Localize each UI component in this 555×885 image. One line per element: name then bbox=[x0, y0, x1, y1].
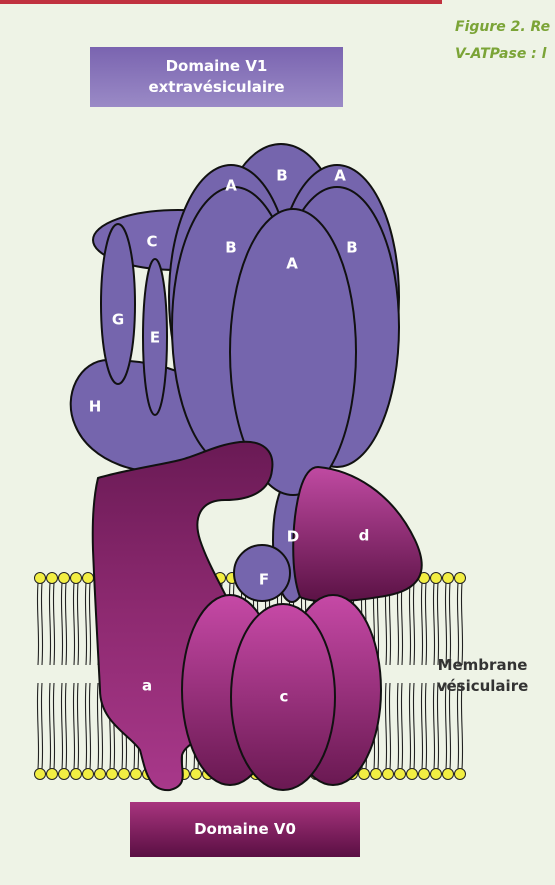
lipid-tail bbox=[413, 583, 414, 665]
lipid-head-top bbox=[59, 573, 70, 584]
lipid-tail bbox=[409, 583, 410, 665]
lipid-tail bbox=[77, 583, 78, 665]
lipid-tail bbox=[73, 583, 74, 665]
lipid-head-top bbox=[47, 573, 58, 584]
lipid-head-bottom bbox=[95, 769, 106, 780]
lipid-tail bbox=[49, 683, 50, 769]
label-b-left: B bbox=[225, 239, 236, 257]
lipid-head-top bbox=[455, 573, 466, 584]
lipid-tail bbox=[65, 683, 66, 769]
lipid-head-bottom bbox=[431, 769, 442, 780]
lipid-head-bottom bbox=[419, 769, 430, 780]
lipid-tail bbox=[77, 683, 78, 769]
membrane-label-line-2: vésiculaire bbox=[410, 676, 555, 697]
label-g: G bbox=[112, 311, 124, 329]
lipid-head-top bbox=[71, 573, 82, 584]
lipid-head-bottom bbox=[107, 769, 118, 780]
label-f: F bbox=[259, 571, 269, 589]
lipid-tail bbox=[85, 583, 86, 665]
lipid-head-top bbox=[83, 573, 94, 584]
lipid-tail bbox=[397, 583, 398, 665]
lipid-tail bbox=[97, 683, 98, 769]
label-c-membrane: c bbox=[280, 688, 289, 706]
lipid-head-bottom bbox=[71, 769, 82, 780]
lipid-head-bottom bbox=[119, 769, 130, 780]
label-c-upper: C bbox=[146, 233, 157, 251]
lipid-tail bbox=[61, 683, 62, 769]
lipid-head-top bbox=[431, 573, 442, 584]
label-d-upper: D bbox=[287, 528, 299, 546]
label-b-right: B bbox=[346, 239, 357, 257]
lipid-head-bottom bbox=[395, 769, 406, 780]
membrane-label: Membrane vésiculaire bbox=[410, 655, 555, 697]
lipid-head-bottom bbox=[383, 769, 394, 780]
lipid-tail bbox=[37, 683, 38, 769]
lipid-tail bbox=[401, 583, 402, 665]
lipid-tail bbox=[85, 683, 86, 769]
lipid-tail bbox=[89, 683, 90, 769]
lipid-tail bbox=[89, 583, 90, 665]
lipid-tail bbox=[53, 683, 54, 769]
lipid-tail bbox=[41, 583, 42, 665]
lipid-tail bbox=[61, 583, 62, 665]
lipid-tail bbox=[41, 683, 42, 769]
lipid-head-bottom bbox=[83, 769, 94, 780]
lipid-tail bbox=[457, 583, 458, 665]
lipid-head-bottom bbox=[47, 769, 58, 780]
label-d-lower: d bbox=[359, 527, 370, 545]
subunit-d-small-shape bbox=[293, 467, 422, 601]
lipid-tail bbox=[461, 583, 462, 665]
lipid-tail bbox=[401, 683, 402, 769]
lipid-head-bottom bbox=[35, 769, 46, 780]
label-a-left: A bbox=[225, 177, 237, 195]
subunit-g-ellipse bbox=[101, 224, 135, 384]
lipid-head-bottom bbox=[443, 769, 454, 780]
lipid-tail bbox=[65, 583, 66, 665]
lipid-head-bottom bbox=[371, 769, 382, 780]
label-a-membrane: a bbox=[142, 677, 152, 695]
lipid-head-bottom bbox=[131, 769, 142, 780]
lipid-head-bottom bbox=[455, 769, 466, 780]
lipid-tail bbox=[37, 583, 38, 665]
lipid-tail bbox=[425, 583, 426, 665]
domain-v0-box: Domaine V0 bbox=[130, 802, 360, 857]
lipid-tail bbox=[397, 683, 398, 769]
lipid-head-bottom bbox=[59, 769, 70, 780]
domain-v0-title: Domaine V0 bbox=[194, 819, 296, 840]
lipid-tail bbox=[385, 683, 386, 769]
lipid-tail bbox=[389, 683, 390, 769]
lipid-tail bbox=[445, 583, 446, 665]
lipid-tail bbox=[421, 583, 422, 665]
lipid-head-bottom bbox=[359, 769, 370, 780]
label-h: H bbox=[89, 398, 102, 416]
lipid-tail bbox=[449, 583, 450, 665]
membrane-label-line-1: Membrane bbox=[410, 655, 555, 676]
lipid-head-bottom bbox=[407, 769, 418, 780]
label-a-top-right: A bbox=[334, 167, 346, 185]
lipid-head-top bbox=[35, 573, 46, 584]
lipid-head-top bbox=[443, 573, 454, 584]
lipid-tail bbox=[433, 583, 434, 665]
lipid-tail bbox=[437, 583, 438, 665]
label-e: E bbox=[150, 329, 160, 347]
lipid-head-bottom bbox=[191, 769, 202, 780]
label-b-top: B bbox=[276, 167, 287, 185]
lipid-tail bbox=[73, 683, 74, 769]
lipid-tail bbox=[49, 583, 50, 665]
label-a-center: A bbox=[286, 255, 298, 273]
lipid-tail bbox=[53, 583, 54, 665]
